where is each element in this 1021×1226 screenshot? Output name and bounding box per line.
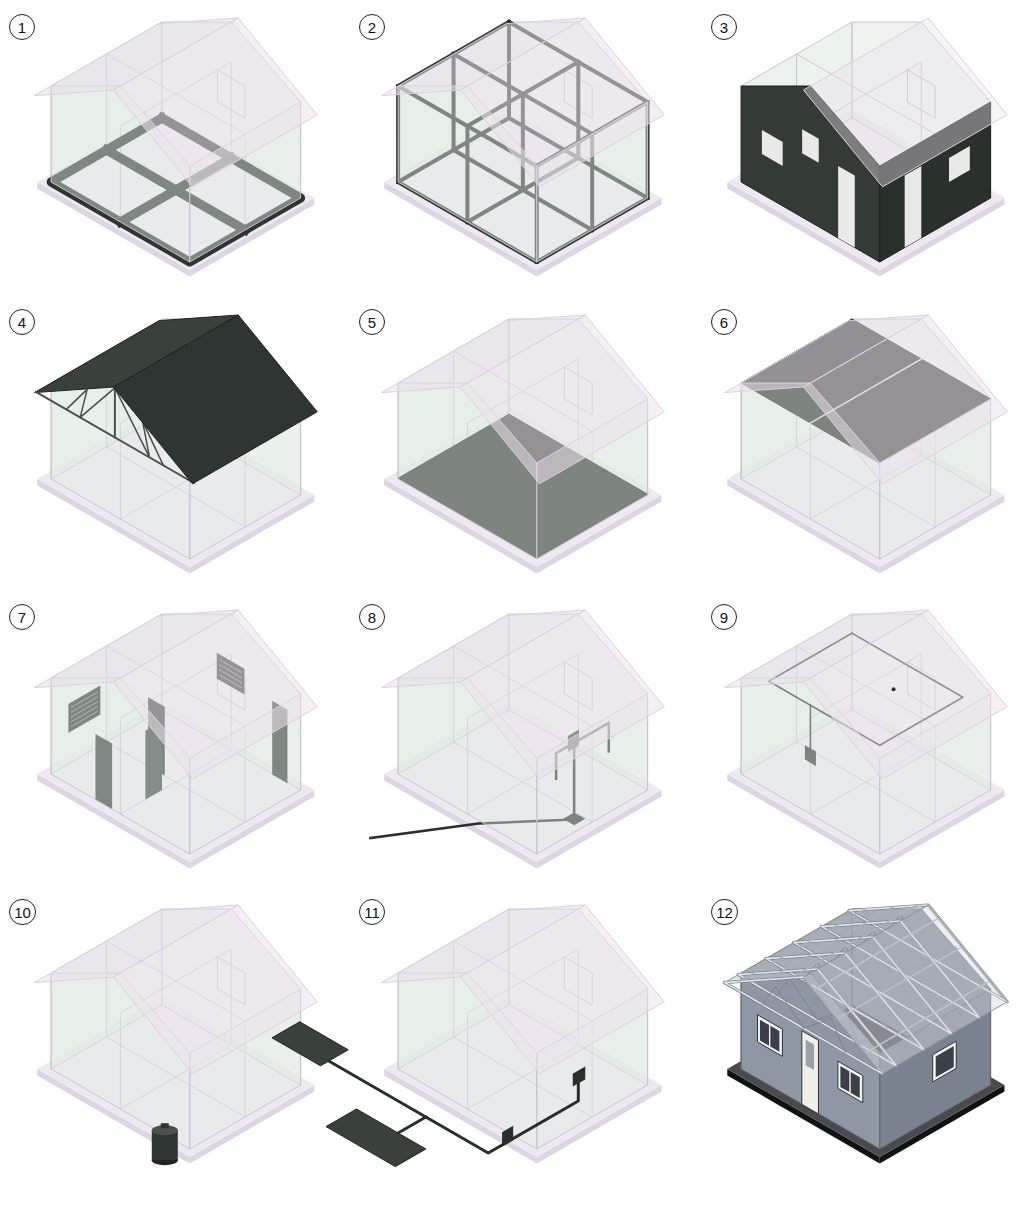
step-number: 3 [720,20,728,35]
wall-opening [949,146,970,182]
house-panel [727,18,1007,276]
house-panel [724,315,1007,573]
house-panel [34,315,317,573]
ghost-roof [460,905,664,1074]
step-number: 1 [18,20,26,35]
wall-opening [905,166,922,248]
door-panel [806,1040,814,1070]
window-glass [851,1072,860,1098]
step-number: 10 [14,905,31,920]
step-number-circle: 5 [359,309,385,335]
house-panel [724,610,1007,868]
house-panel [381,315,664,573]
ghost-roof [113,610,317,779]
step-number-circle: 1 [9,14,35,40]
step-number: 12 [716,905,733,920]
septic-tank [326,1109,426,1167]
window [933,1041,957,1082]
window-glass [936,1046,954,1077]
window [838,1061,863,1103]
step-number-circle: 12 [711,899,738,925]
light-point [892,687,896,691]
step-number-circle: 3 [711,14,737,40]
step-number-circle: 10 [9,899,36,925]
ghost-roof [113,905,317,1074]
house-panel [381,18,664,276]
ghost-roof [113,18,317,187]
window-glass [770,1026,779,1052]
window [757,1015,782,1057]
wall-opening [802,129,819,163]
step-number-circle: 7 [9,604,35,630]
ghost-roof [803,315,1007,484]
step-number-circle: 9 [711,604,737,630]
septic-tank [272,1022,348,1066]
water-tank [161,1123,169,1128]
sewer-pipe [329,1061,426,1117]
door [802,1031,819,1114]
roof-truss [66,388,115,418]
roof-sheet [803,905,1007,1074]
house-panel [724,905,1007,1163]
step-number: 11 [364,905,380,920]
roof-truss [114,388,116,438]
step-number: 7 [18,610,26,625]
inspection-box [573,1067,585,1087]
house-panel [34,905,317,1165]
ghost-roof [803,610,1007,779]
ghost-roof [460,610,664,779]
step-number: 6 [720,315,728,330]
house-panel [370,610,664,868]
window-glass [840,1066,849,1092]
step-number: 9 [720,610,728,625]
step-number: 2 [368,20,376,35]
step-number-circle: 6 [711,309,737,335]
house-panel [272,905,664,1167]
ghost-roof [803,18,1007,187]
roof-plane [113,315,317,484]
step-number-circle: 4 [9,309,35,335]
step-number-circle: 8 [359,604,385,630]
step-number-circle: 11 [359,899,385,925]
wall-opening [838,166,855,248]
house-panel [34,18,317,276]
step-number: 4 [18,315,26,330]
ghost-roof [460,315,664,484]
step-number: 8 [368,610,376,625]
window-glass [760,1020,769,1046]
inspection-box [502,1126,513,1147]
step-number-circle: 2 [359,14,385,40]
step-number: 5 [368,315,376,330]
house-panel [34,610,317,868]
ghost-roof [460,18,664,187]
wall-opening [762,130,783,166]
